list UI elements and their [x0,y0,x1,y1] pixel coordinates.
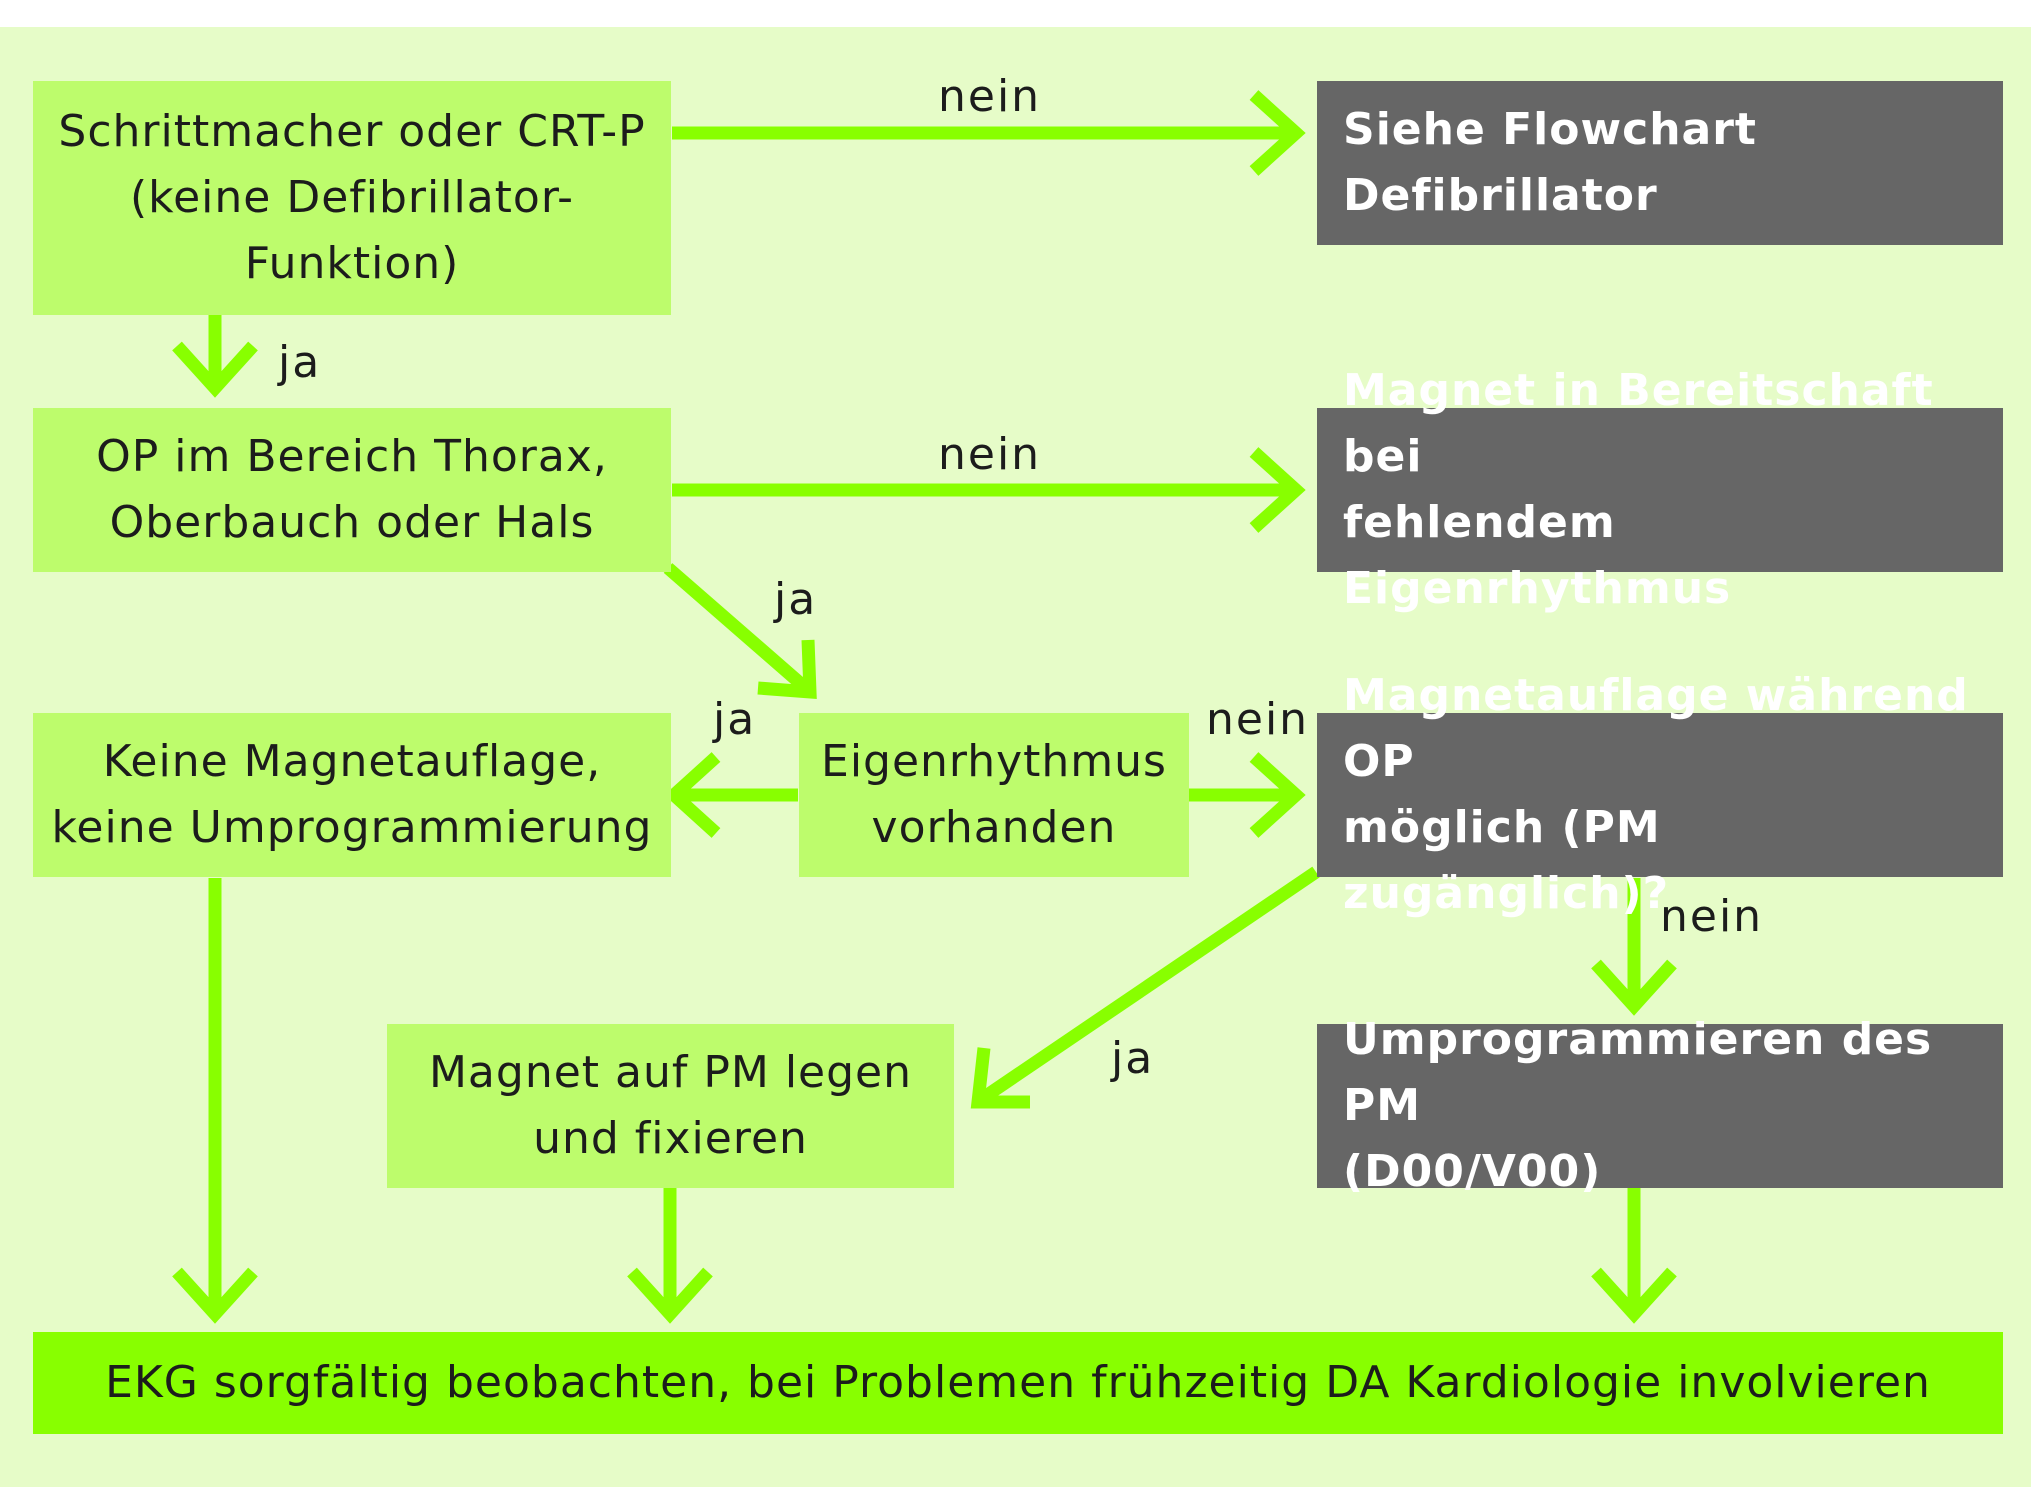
node-no-magnet-text: Keine Magnetauflage, keine Umprogrammier… [51,736,653,853]
node-intrinsic-rhythm: Eigenrhythmus vorhanden [799,713,1189,877]
node-magnet-possible-text: Magnetauflage während OP möglich (PM zug… [1343,670,1969,919]
edge-label-pacemaker-no: nein [938,71,1042,122]
arrow-reprogram-ecg [1591,1188,1677,1324]
node-pacemaker-text: Schrittmacher oder CRT-P (keine Defibril… [58,106,646,289]
edge-label-op-no: nein [938,429,1042,480]
edge-label-magnet-no: nein [1660,891,1764,942]
node-flowchart-defi: Siehe Flowchart Defibrillator [1317,81,2003,245]
node-reprogram: Umprogrammieren des PM (D00/V00) [1317,1014,2003,1197]
node-ecg-monitor-text: EKG sorgfältig beobachten, bei Problemen… [105,1357,1931,1408]
node-magnet-possible: Magnetauflage während OP möglich (PM zug… [1317,670,2003,919]
arrow-rhythm-no [1188,752,1306,838]
arrow-op-no [672,447,1306,533]
node-reprogram-text: Umprogrammieren des PM (D00/V00) [1343,1014,1933,1197]
arrow-magnet-no [1591,878,1677,1016]
edge-label-rhythm-yes: ja [713,694,757,745]
arrow-nomagnet-ecg [172,878,258,1324]
arrow-op-yes [663,563,817,700]
edge-label-op-yes: ja [774,574,818,625]
node-op-region-text: OP im Bereich Thorax, Oberbauch oder Hal… [96,431,608,548]
arrow-pacemaker-yes [172,315,258,398]
arrow-placemagnet-ecg [627,1188,713,1324]
node-magnet-standby: Magnet in Bereitschaft bei fehlendem Eig… [1317,365,2003,614]
node-op-region: OP im Bereich Thorax, Oberbauch oder Hal… [33,408,671,572]
edge-label-rhythm-no: nein [1206,694,1310,745]
arrow-magnet-yes [970,866,1320,1109]
node-place-magnet-text: Magnet auf PM legen und fixieren [428,1047,913,1164]
node-intrinsic-rhythm-text: Eigenrhythmus vorhanden [821,736,1167,853]
edge-label-pacemaker-yes: ja [278,337,322,388]
arrow-rhythm-yes [664,752,798,838]
node-ecg-monitor: EKG sorgfältig beobachten, bei Problemen… [33,1332,2003,1434]
arrow-pacemaker-no [672,90,1306,176]
node-flowchart-defi-text: Siehe Flowchart Defibrillator [1343,104,1757,221]
edge-label-magnet-yes: ja [1111,1033,1155,1084]
node-place-magnet: Magnet auf PM legen und fixieren [387,1024,954,1188]
node-no-magnet: Keine Magnetauflage, keine Umprogrammier… [33,713,671,877]
node-pacemaker: Schrittmacher oder CRT-P (keine Defibril… [33,81,671,315]
node-magnet-standby-text: Magnet in Bereitschaft bei fehlendem Eig… [1343,365,1934,614]
